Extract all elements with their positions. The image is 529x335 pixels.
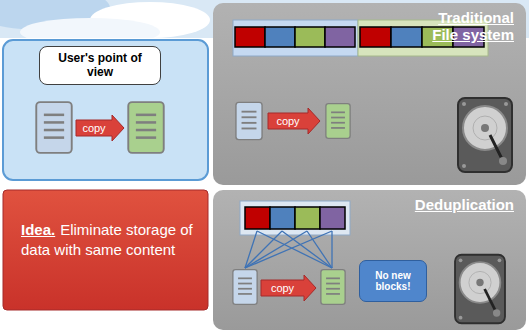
idea-heading: Idea. bbox=[21, 221, 55, 238]
traditional-panel: Traditional File system bbox=[213, 3, 526, 185]
idea-box: Idea.Eliminate storage of data with same… bbox=[3, 190, 208, 310]
panel-title: Deduplication bbox=[409, 196, 514, 213]
arrow-label: copy bbox=[268, 113, 308, 129]
view-box: User's point of view bbox=[39, 46, 161, 85]
dedup-panel: Deduplication No new blocks! bbox=[213, 190, 526, 330]
node-text: User's point of view bbox=[46, 51, 154, 80]
node-text: No new blocks! bbox=[364, 270, 422, 293]
arrow-label: copy bbox=[76, 120, 112, 136]
panel-title: Traditional File system bbox=[409, 9, 514, 44]
callout-box: No new blocks! bbox=[359, 260, 427, 302]
arrow-label: copy bbox=[261, 280, 304, 296]
